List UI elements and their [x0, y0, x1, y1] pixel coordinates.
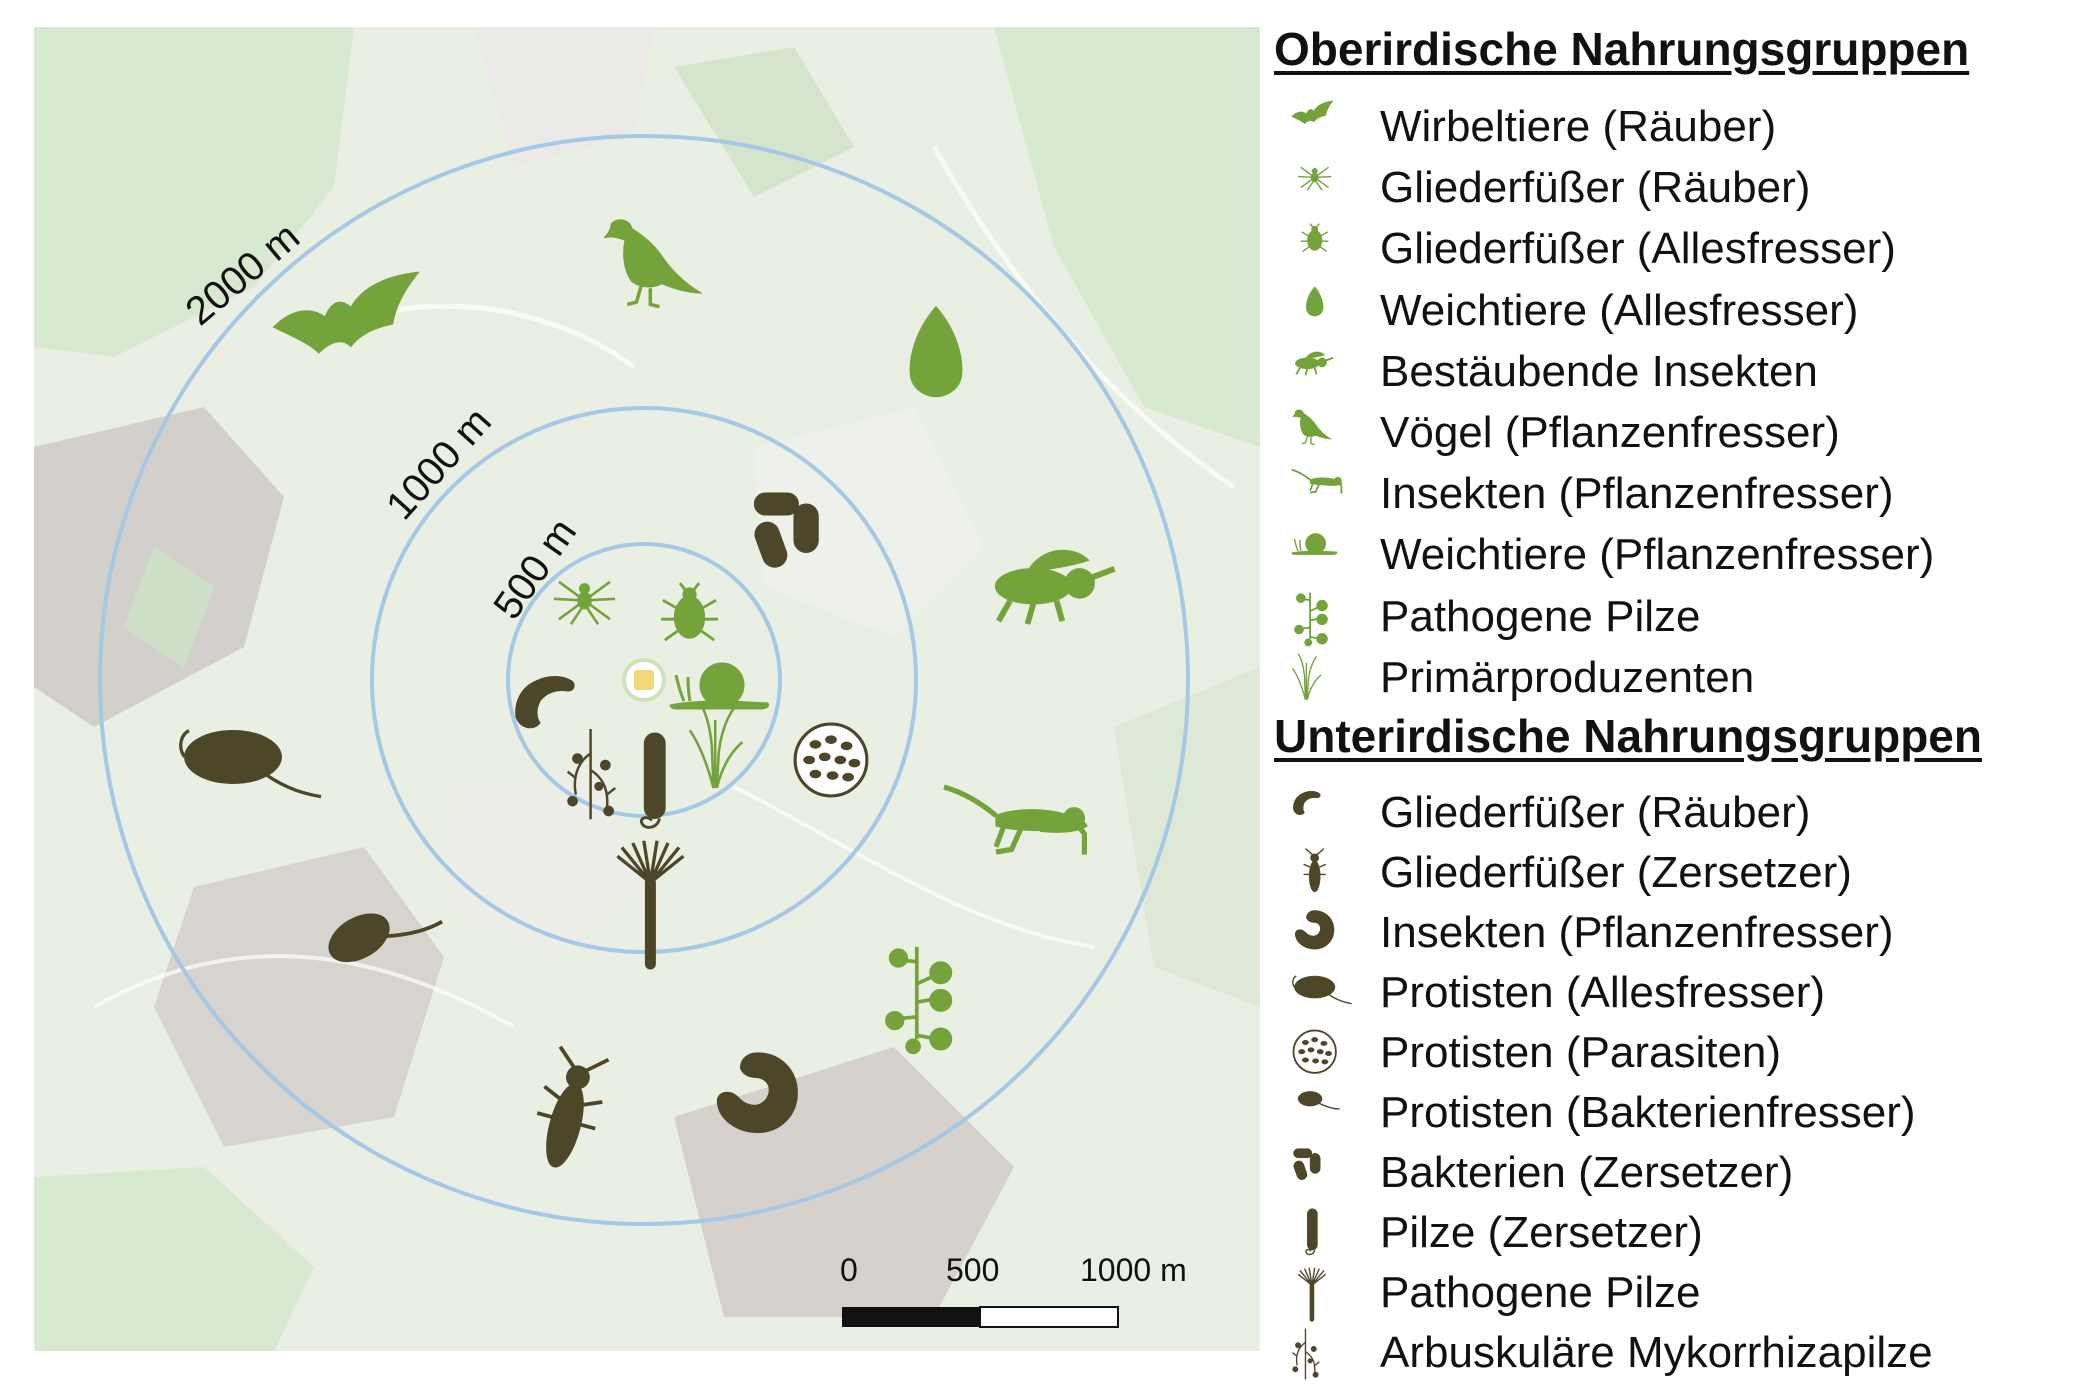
legend-item: Protisten (Allesfresser) [1272, 964, 2062, 1024]
legend-item-label: Pathogene Pilze [1380, 1268, 1701, 1317]
legend-item: Weichtiere (Allesfresser) [1272, 282, 2062, 342]
legend-item: Protisten (Parasiten) [1272, 1024, 2062, 1084]
spider-icon [1297, 166, 1333, 192]
grub-icon [1294, 910, 1335, 950]
legend-item-label: Primärproduzenten [1380, 652, 1755, 702]
legend-item: Gliederfüßer (Zersetzer) [1272, 844, 2062, 904]
legend-item: Arbuskuläre Mykorrhizapilze [1272, 1324, 2062, 1384]
legend-item: Bestäubende Insekten [1272, 343, 2062, 403]
legend-item-label: Pilze (Zersetzer) [1380, 1208, 1703, 1257]
legend-item: Gliederfüßer (Räuber) [1272, 159, 2062, 219]
legend-item: Wirbeltiere (Räuber) [1272, 98, 2062, 158]
scale-bar-black-segment [842, 1307, 980, 1327]
legend-item-label: Protisten (Bakterienfresser) [1380, 1088, 1916, 1137]
legend-title-above-ground: Oberirdische Nahrungsgruppen [1274, 23, 1970, 75]
bacteria-icon [1292, 1148, 1321, 1182]
legend-item: Primärproduzenten [1272, 649, 2062, 709]
legend: Oberirdische Nahrungsgruppen Wirbeltiere… [1272, 14, 2062, 1381]
legend-item-label: Arbuskuläre Mykorrhizapilze [1380, 1328, 1933, 1377]
scale-bar: 0 500 1000 m [840, 1252, 1187, 1328]
bird-icon [1291, 409, 1333, 446]
legend-item: Insekten (Pflanzenfresser) [1272, 904, 2062, 964]
mycorrhiza-icon [1291, 1327, 1321, 1381]
scale-tick-500: 500 [946, 1252, 999, 1288]
legend-item-label: Bakterien (Zersetzer) [1380, 1148, 1794, 1197]
legend-item-label: Pathogene Pilze [1380, 591, 1701, 641]
scale-tick-0: 0 [840, 1252, 858, 1288]
scale-tick-1000: 1000 m [1080, 1252, 1187, 1288]
legend-item: Pilze (Zersetzer) [1272, 1204, 2062, 1264]
legend-item-label: Gliederfüßer (Allesfresser) [1380, 224, 1896, 274]
ring-1000m [370, 406, 918, 954]
legend-item: Pathogene Pilze [1272, 588, 2062, 648]
ring-2000m [98, 134, 1190, 1226]
legend-item-label: Weichtiere (Allesfresser) [1380, 285, 1859, 335]
flagellate-icon [1297, 1090, 1341, 1110]
legend-title-below-ground: Unterirdische Nahrungsgruppen [1274, 710, 1982, 762]
bug-icon [1300, 223, 1330, 253]
legend-item-label: Insekten (Pflanzenfresser) [1380, 469, 1894, 519]
legend-item-label: Insekten (Pflanzenfresser) [1380, 908, 1894, 957]
scale-bar-white-segment [979, 1306, 1119, 1328]
legend-item: Pathogene Pilze [1272, 1264, 2062, 1324]
center-marker [622, 658, 666, 702]
bat-icon [1291, 100, 1334, 125]
bee-icon [1294, 350, 1335, 377]
legend-item-label: Wirbeltiere (Räuber) [1380, 102, 1777, 151]
slug-icon [1305, 285, 1324, 316]
cyst-icon [793, 722, 869, 798]
legend-item-label: Bestäubende Insekten [1380, 346, 1818, 396]
legend-item: Gliederfüßer (Räuber) [1272, 784, 2062, 844]
legend-item: Protisten (Bakterienfresser) [1272, 1084, 2062, 1144]
amoeba-icon [1292, 975, 1353, 1005]
ring-500m [506, 542, 782, 818]
grass-icon [1291, 652, 1322, 701]
legend-item: Gliederfüßer (Allesfresser) [1272, 220, 2062, 280]
legend-item-label: Gliederfüßer (Räuber) [1380, 163, 1811, 213]
legend-item-label: Protisten (Parasiten) [1380, 1028, 1782, 1077]
legend-item-label: Protisten (Allesfresser) [1380, 968, 1826, 1017]
larva-icon [1293, 790, 1321, 816]
legend-item-label: Weichtiere (Pflanzenfresser) [1380, 530, 1935, 580]
legend-item-label: Gliederfüßer (Räuber) [1380, 788, 1811, 837]
distance-rings [98, 134, 1190, 1226]
hypha-icon [1305, 1207, 1319, 1256]
springtail-icon [1302, 847, 1327, 893]
cyst-icon [1292, 1029, 1337, 1074]
legend-item-label: Vögel (Pflanzenfresser) [1380, 408, 1840, 457]
legend-item-label: Gliederfüßer (Zersetzer) [1380, 848, 1852, 897]
legend-item: Weichtiere (Pflanzenfresser) [1272, 526, 2062, 586]
legend-item: Insekten (Pflanzenfresser) [1272, 465, 2062, 525]
map-panel: 500 m 1000 m 2000 m 0 500 1000 m [34, 27, 1260, 1351]
pathogenic-fungus-icon [1293, 591, 1329, 647]
grasshopper-icon [1290, 468, 1344, 495]
sporangium-icon [1272, 1264, 1362, 1324]
legend-item: Bakterien (Zersetzer) [1272, 1144, 2062, 1204]
legend-item: Vögel (Pflanzenfresser) [1272, 404, 2062, 464]
snail-icon [1290, 533, 1338, 556]
